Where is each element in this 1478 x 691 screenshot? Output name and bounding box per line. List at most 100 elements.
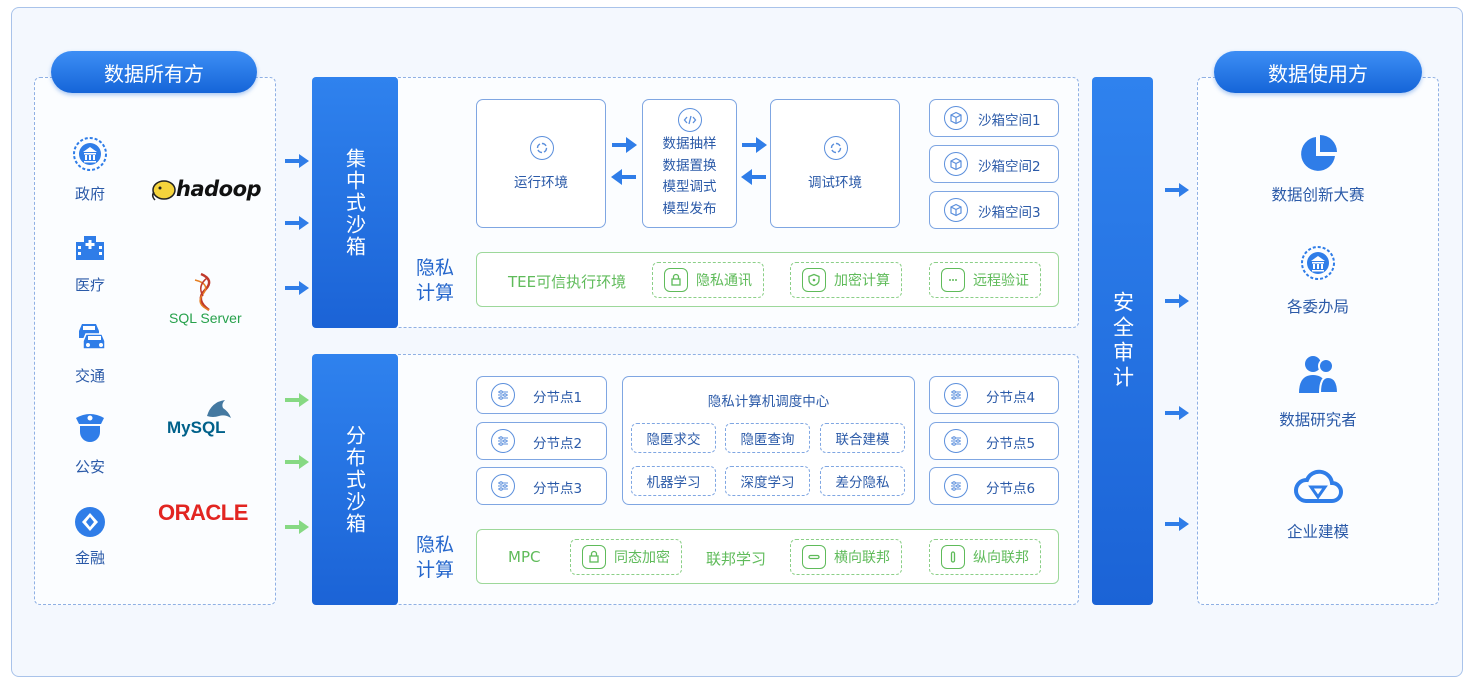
sub-node-label: 分节点5 xyxy=(986,436,1036,452)
scheduling-center-title: 隐私计算机调度中心 xyxy=(707,394,830,410)
arrow-right-icon xyxy=(1165,183,1189,197)
user-label-bureaus: 各委办局 xyxy=(1286,298,1349,316)
finance-icon xyxy=(74,506,106,542)
arrow-right-icon xyxy=(285,393,309,407)
sandbox-space-2: 沙箱空间2 xyxy=(929,145,1059,183)
arrow-right-icon xyxy=(285,154,309,168)
users-icon xyxy=(1296,353,1340,399)
arrow-right-icon xyxy=(285,520,309,534)
center-item: 机器学习 xyxy=(631,466,716,496)
step-item: 数据置换 xyxy=(662,157,717,174)
user-title: 数据使用方 xyxy=(1214,51,1422,93)
sliders-icon xyxy=(491,474,515,498)
arrow-right-icon xyxy=(1165,294,1189,308)
tee-item-label: 隐私通讯 xyxy=(696,273,752,289)
cycle-icon xyxy=(530,136,554,160)
cycle-icon xyxy=(824,136,848,160)
cloud-icon xyxy=(1292,467,1344,511)
fed-item-vertical: 纵向联邦 xyxy=(929,539,1041,575)
model-steps-box: 数据抽样 数据置换 模型调式 模型发布 xyxy=(642,99,737,228)
sub-node-4: 分节点4 xyxy=(929,376,1059,414)
mpc-item-homomorphic: 同态加密 xyxy=(570,539,682,575)
minus-icon xyxy=(802,545,826,569)
distributed-privacy-label: 隐私计算 xyxy=(415,534,454,581)
arrows-to-distributed xyxy=(285,393,309,534)
sliders-icon xyxy=(944,429,968,453)
arrow-right-icon xyxy=(285,281,309,295)
hadoop-logo-text: hadoop xyxy=(176,177,262,201)
center-item: 隐匿求交 xyxy=(631,423,716,453)
sliders-icon xyxy=(944,474,968,498)
arrows-to-central xyxy=(285,154,309,295)
tee-item-secure-comm: 隐私通讯 xyxy=(652,262,764,298)
mysql-logo-text: MySQL xyxy=(167,418,226,437)
owner-label-government: 政府 xyxy=(74,185,105,203)
arrow-right-icon xyxy=(1165,517,1189,531)
arrow-right-icon xyxy=(285,216,309,230)
central-privacy-label: 隐私计算 xyxy=(415,257,454,304)
tee-item-remote-verify: 远程验证 xyxy=(929,262,1041,298)
tee-item-label: 远程验证 xyxy=(973,273,1029,289)
shield-icon xyxy=(802,268,826,292)
mpc-item-label: 同态加密 xyxy=(614,550,670,566)
center-item: 联合建模 xyxy=(820,423,905,453)
mpc-label: MPC xyxy=(508,548,541,566)
sliders-icon xyxy=(491,429,515,453)
owner-label-medical: 医疗 xyxy=(74,276,105,294)
central-sandbox-bar: 集中式沙箱 xyxy=(312,77,398,328)
owner-panel xyxy=(34,77,276,605)
step-item: 模型发布 xyxy=(662,200,717,217)
security-audit-bar: 安全审计 xyxy=(1092,77,1153,605)
center-item: 差分隐私 xyxy=(820,466,905,496)
debug-env-label: 调试环境 xyxy=(808,175,862,191)
arrow-right-icon xyxy=(612,137,637,153)
sandbox-space-label: 沙箱空间2 xyxy=(978,159,1041,175)
step-list: 数据抽样 数据置换 模型调式 模型发布 xyxy=(643,134,736,220)
tee-label: TEE可信执行环境 xyxy=(508,273,627,291)
sub-node-label: 分节点2 xyxy=(533,436,583,452)
arrow-right-icon xyxy=(1165,406,1189,420)
arrow-right-icon xyxy=(742,137,767,153)
vertical-bar-icon xyxy=(941,545,965,569)
police-icon xyxy=(73,410,107,450)
owner-title: 数据所有方 xyxy=(51,51,257,93)
cube-icon xyxy=(944,198,968,222)
sub-node-6: 分节点6 xyxy=(929,467,1059,505)
traffic-icon xyxy=(74,320,108,358)
fed-item-label: 纵向联邦 xyxy=(973,550,1029,566)
cube-icon xyxy=(944,152,968,176)
arrows-to-users xyxy=(1165,183,1189,531)
oracle-logo: ORACLE xyxy=(158,500,248,525)
distributed-sandbox-label: 分布式沙箱 xyxy=(342,424,367,535)
sql-server-logo-text: SQL Server xyxy=(169,310,242,326)
sub-node-label: 分节点4 xyxy=(986,390,1036,406)
lock-icon xyxy=(664,268,688,292)
user-label-contest: 数据创新大赛 xyxy=(1271,186,1365,204)
exchange-arrows-right xyxy=(741,137,767,185)
sub-node-label: 分节点6 xyxy=(986,481,1036,497)
cube-icon xyxy=(944,106,968,130)
fed-item-label: 横向联邦 xyxy=(834,550,890,566)
user-label-researchers: 数据研究者 xyxy=(1279,411,1357,429)
fed-item-horizontal: 横向联邦 xyxy=(790,539,902,575)
sub-node-label: 分节点1 xyxy=(533,390,583,406)
sandbox-space-label: 沙箱空间1 xyxy=(978,113,1041,129)
government-icon xyxy=(1300,245,1336,285)
sub-node-2: 分节点2 xyxy=(476,422,607,460)
sandbox-space-label: 沙箱空间3 xyxy=(978,205,1041,221)
center-item: 深度学习 xyxy=(725,466,810,496)
sliders-icon xyxy=(491,383,515,407)
mysql-logo: MySQL xyxy=(165,396,245,442)
user-label-enterprise: 企业建模 xyxy=(1286,523,1349,541)
sub-node-1: 分节点1 xyxy=(476,376,607,414)
sub-node-label: 分节点3 xyxy=(533,481,583,497)
step-item: 模型调式 xyxy=(662,179,717,195)
arrow-right-icon xyxy=(285,455,309,469)
sandbox-space-1: 沙箱空间1 xyxy=(929,99,1059,137)
center-item: 隐匿查询 xyxy=(725,423,810,453)
debug-env-box: 调试环境 xyxy=(770,99,900,228)
arrow-left-icon xyxy=(611,169,636,185)
sub-node-3: 分节点3 xyxy=(476,467,607,505)
arrow-left-icon xyxy=(741,169,766,185)
code-icon xyxy=(678,108,702,132)
